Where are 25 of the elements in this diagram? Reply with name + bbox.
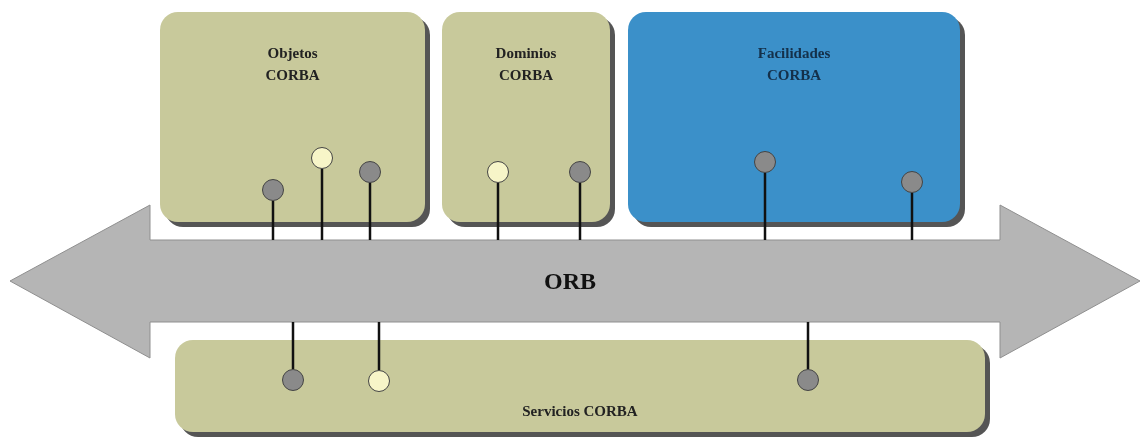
connector-line	[271, 201, 275, 240]
interface-circle	[797, 369, 819, 391]
interface-circle	[262, 179, 284, 201]
connector-line	[320, 169, 324, 240]
connector-line	[496, 183, 500, 240]
connector-line	[578, 183, 582, 240]
interface-circle	[311, 147, 333, 169]
interface-circle	[754, 151, 776, 173]
box-title: Facilidades CORBA	[756, 44, 832, 85]
interface-circle	[359, 161, 381, 183]
box-title: Dominios CORBA	[494, 44, 558, 85]
interface-circle	[569, 161, 591, 183]
box-title: Objetos CORBA	[264, 44, 321, 85]
interface-circle	[368, 370, 390, 392]
connector-line	[368, 183, 372, 240]
bus-label: ORB	[543, 268, 597, 295]
interface-circle	[282, 369, 304, 391]
interface-circle	[487, 161, 509, 183]
connector-line	[763, 173, 767, 240]
box-title: Servicios CORBA	[522, 402, 638, 421]
connector-line	[806, 322, 810, 369]
connector-line	[377, 322, 381, 370]
connector-line	[291, 322, 295, 369]
connector-line	[910, 193, 914, 240]
interface-circle	[901, 171, 923, 193]
